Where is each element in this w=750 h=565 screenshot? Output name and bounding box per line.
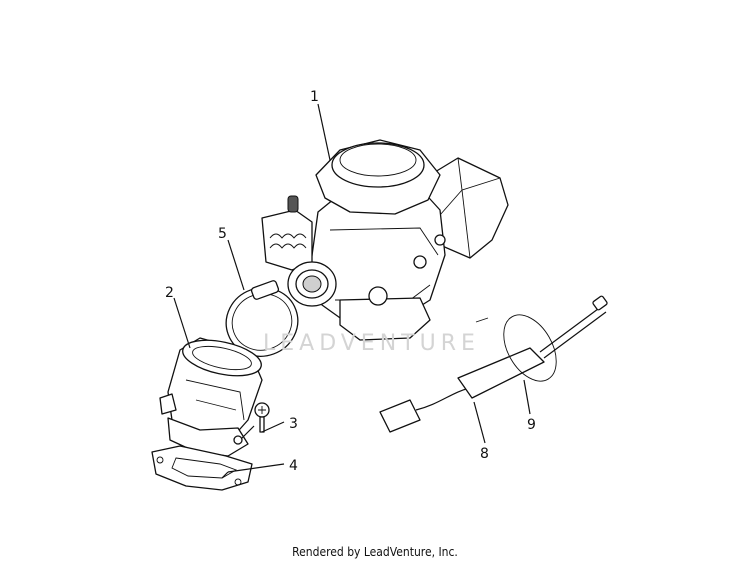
callout-5[interactable]: 5 xyxy=(218,226,227,242)
callout-1[interactable]: 1 xyxy=(310,89,319,105)
callout-3[interactable]: 3 xyxy=(289,416,298,432)
screw[interactable] xyxy=(254,402,270,433)
watermark: LEADVENTURE xyxy=(263,331,480,356)
carburetor-assembly[interactable] xyxy=(261,139,509,341)
callout-2[interactable]: 2 xyxy=(165,285,174,301)
callouts: 1 2 3 4 5 8 9 xyxy=(165,89,536,474)
throttle-cable-heater[interactable] xyxy=(379,295,608,433)
callout-9[interactable]: 9 xyxy=(527,417,536,433)
callout-8[interactable]: 8 xyxy=(480,446,489,462)
intake-manifold[interactable] xyxy=(159,334,264,457)
spring-coil xyxy=(269,233,307,249)
cable-tie[interactable] xyxy=(475,306,567,390)
callout-4[interactable]: 4 xyxy=(289,458,298,474)
gasket[interactable] xyxy=(151,445,253,491)
leader-lines xyxy=(173,103,531,479)
credit-text: Rendered by LeadVenture, Inc. xyxy=(292,545,458,559)
hose-clamp[interactable] xyxy=(217,278,308,367)
